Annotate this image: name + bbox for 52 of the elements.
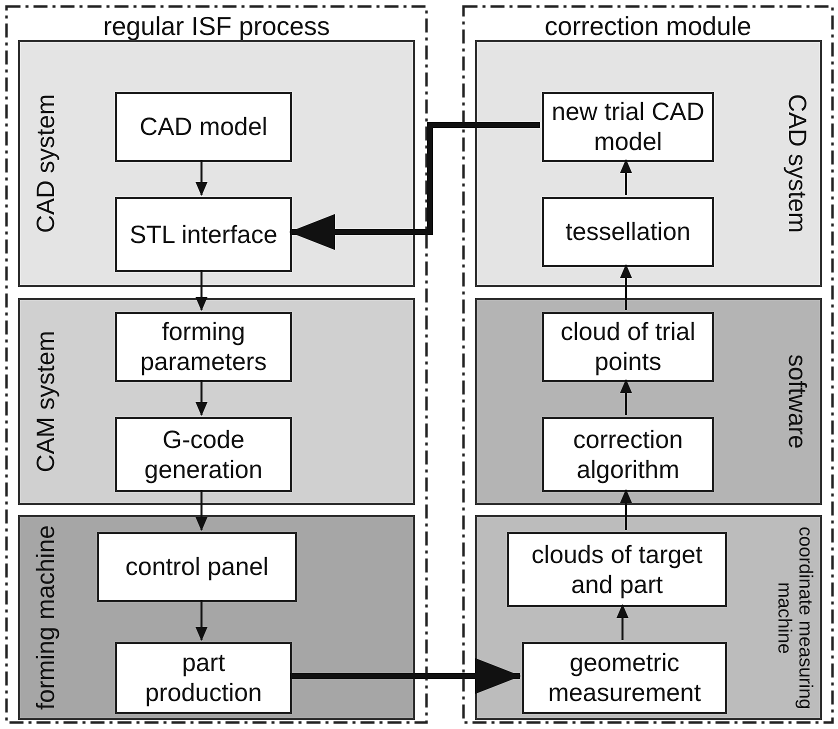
box-label: tessellation — [564, 217, 692, 247]
panel-label: CAD system — [32, 92, 60, 234]
panel-label: forming machine — [32, 524, 60, 712]
panel-label: coordinate measuring machine — [773, 525, 815, 711]
arrow — [620, 489, 632, 530]
box-label: STL interface — [128, 220, 278, 250]
system-panel — [18, 298, 415, 505]
process-box — [115, 312, 292, 382]
group-frame — [462, 5, 834, 724]
process-box — [542, 417, 714, 492]
system-panel — [18, 515, 415, 720]
arrow — [289, 122, 540, 250]
group-title: regular ISF process — [102, 11, 331, 41]
group-title: correction module — [544, 11, 752, 41]
system-panel — [475, 40, 822, 287]
arrow — [620, 264, 632, 310]
process-box — [115, 92, 292, 162]
arrow — [620, 379, 632, 415]
box-label: G-code generation — [143, 424, 264, 484]
arrow — [196, 270, 208, 311]
group-frame — [5, 5, 428, 724]
process-box — [115, 642, 292, 714]
system-panel — [475, 515, 822, 720]
system-panel — [18, 40, 415, 287]
arrow — [196, 490, 208, 531]
panel-label: CAD system — [782, 92, 810, 234]
arrow — [196, 380, 208, 416]
arrow — [290, 658, 521, 694]
box-label: forming parameters — [139, 317, 268, 377]
arrow — [620, 159, 632, 195]
box-label: new trial CAD model — [550, 97, 706, 157]
process-box — [115, 417, 292, 492]
box-label: geometric measurement — [547, 648, 702, 708]
box-label: correction algorithm — [572, 424, 684, 484]
process-box — [115, 197, 292, 272]
process-box — [542, 92, 714, 162]
panel-label: CAM system — [32, 329, 60, 474]
box-label: part production — [144, 648, 263, 708]
arrow — [196, 160, 208, 196]
box-label: control panel — [124, 552, 270, 582]
box-label: CAD model — [138, 112, 268, 142]
box-label: cloud of trial points — [560, 317, 696, 377]
process-box — [507, 532, 727, 607]
panel-label: software — [782, 352, 810, 450]
arrow — [196, 600, 208, 641]
process-box — [542, 312, 714, 382]
box-label: clouds of target and part — [530, 540, 704, 600]
process-box — [522, 642, 727, 714]
system-panel — [475, 298, 822, 505]
process-box — [542, 197, 714, 267]
process-box — [97, 532, 297, 602]
arrow — [616, 604, 628, 640]
